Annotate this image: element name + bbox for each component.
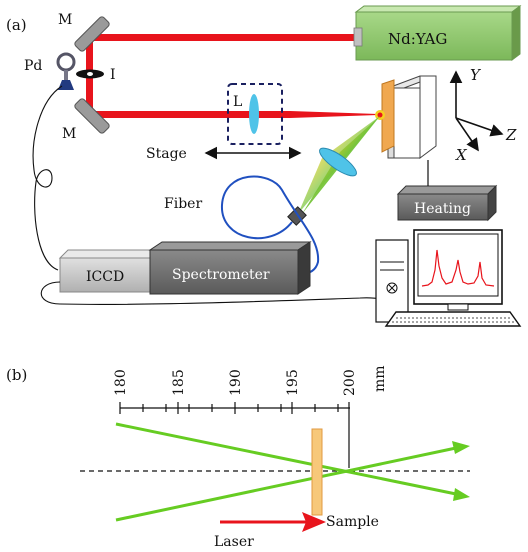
laser-arrowhead xyxy=(302,512,326,532)
mirror-top-label: M xyxy=(58,12,72,28)
lens-stage-box xyxy=(227,83,283,145)
collection-lens xyxy=(319,147,357,177)
sample-label: Sample xyxy=(326,514,379,530)
scale-unit: mm xyxy=(372,365,388,392)
heating-unit: Heating xyxy=(396,184,498,222)
iris-label: I xyxy=(110,67,116,83)
computer xyxy=(375,229,522,327)
photodiode xyxy=(56,52,76,90)
lens-label: L xyxy=(233,94,242,110)
scale-tick-180: 180 xyxy=(113,369,129,396)
nd-yag-label: Nd:YAG xyxy=(388,30,447,48)
panel-b-label: (b) xyxy=(6,366,27,384)
spectrometer-label: Spectrometer xyxy=(172,267,270,283)
photodiode-label: Pd xyxy=(24,58,42,74)
scale-tick-185: 185 xyxy=(171,369,187,396)
focused-laser-beam xyxy=(290,111,378,118)
fiber-cable xyxy=(220,175,320,275)
sample-slab xyxy=(311,428,323,516)
axis-y-label: Y xyxy=(470,66,482,84)
iris xyxy=(76,69,104,79)
beam-envelope xyxy=(115,422,457,522)
nd-yag-laser: Nd:YAG xyxy=(353,5,522,61)
laser-beam-path xyxy=(86,34,360,118)
computer-tower xyxy=(375,239,409,323)
keyboard-icon xyxy=(384,311,522,327)
coordinate-axes xyxy=(449,70,504,152)
scale-tick-190: 190 xyxy=(228,369,244,396)
iccd-label: ICCD xyxy=(86,269,124,285)
stage-label: Stage xyxy=(146,146,187,162)
scale-tick-200: 200 xyxy=(342,369,358,396)
axis-x-label: X xyxy=(455,146,468,164)
sample-holder xyxy=(381,75,437,159)
axis-z-label: Z xyxy=(505,126,517,144)
signal-cables xyxy=(32,85,387,305)
mirror-bottom-label: M xyxy=(62,126,76,142)
mirror-top xyxy=(74,16,110,52)
scale-tick-195: 195 xyxy=(285,369,301,396)
fiber-label: Fiber xyxy=(164,196,202,212)
iccd-camera: ICCD xyxy=(58,249,162,293)
spectrometer: Spectrometer xyxy=(148,241,312,295)
beam-arrow-upper xyxy=(452,441,470,454)
laser-label: Laser xyxy=(214,534,254,550)
heating-label: Heating xyxy=(414,201,471,217)
plasma-spark xyxy=(375,110,385,120)
spectrum-plot xyxy=(421,249,495,287)
lens xyxy=(249,94,259,134)
beam-arrow-lower xyxy=(453,488,470,501)
position-scale xyxy=(119,402,350,468)
mirror-bottom xyxy=(74,98,110,134)
panel-a-label: (a) xyxy=(6,16,27,34)
